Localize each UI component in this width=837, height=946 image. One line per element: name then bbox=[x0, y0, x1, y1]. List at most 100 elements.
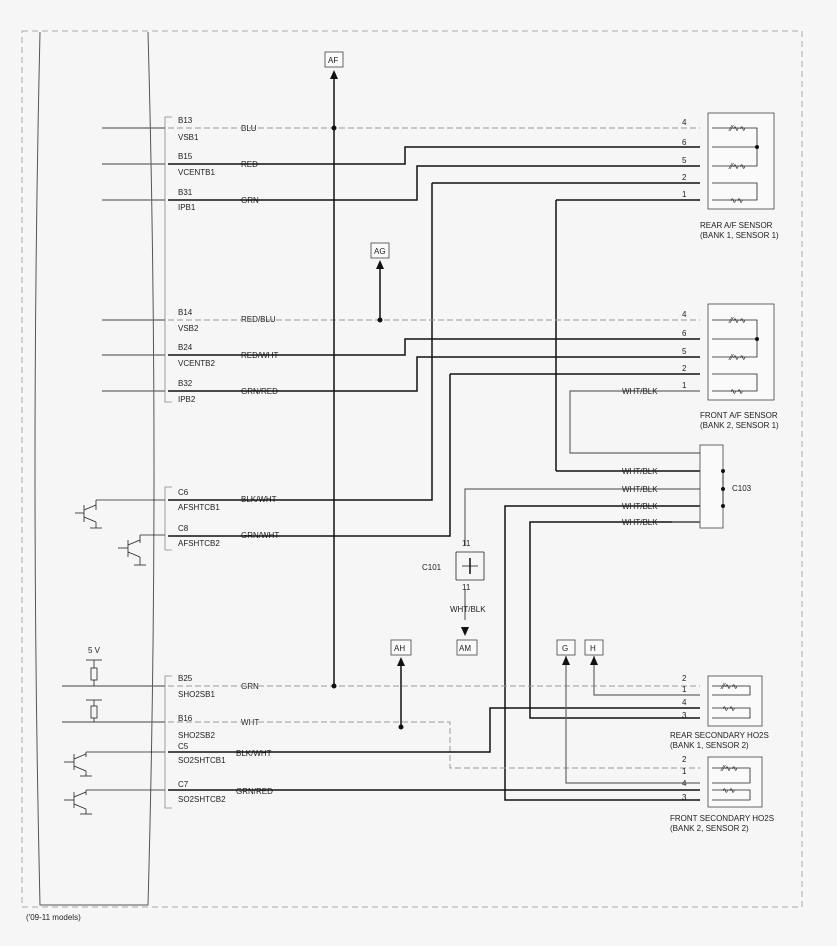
svg-text:(BANK 1, SENSOR 2): (BANK 1, SENSOR 2) bbox=[670, 741, 749, 750]
pin-label: B32 bbox=[178, 379, 193, 388]
svg-text:REAR SECONDARY HO2S: REAR SECONDARY HO2S bbox=[670, 731, 769, 740]
transistor-icon bbox=[118, 534, 165, 566]
signal-label: IPB1 bbox=[178, 203, 196, 212]
svg-text:5: 5 bbox=[682, 347, 687, 356]
diagram-frame bbox=[21, 30, 803, 908]
pin-label: C8 bbox=[178, 524, 189, 533]
svg-text:3: 3 bbox=[682, 793, 687, 802]
off-page-ag: AG bbox=[370, 242, 390, 259]
svg-text:⁄⁄∿∿: ⁄⁄∿∿ bbox=[720, 764, 738, 773]
c101-connector: 11 11 C101 WHT/BLK bbox=[422, 539, 486, 614]
pin-label: B31 bbox=[178, 188, 193, 197]
svg-text:1: 1 bbox=[682, 381, 687, 390]
connector-c-bracket bbox=[164, 486, 172, 551]
svg-text:∿∿: ∿∿ bbox=[722, 704, 735, 713]
resistor-icon bbox=[86, 659, 102, 722]
pin-label: B14 bbox=[178, 308, 193, 317]
svg-text:4: 4 bbox=[682, 779, 687, 788]
wire-label: BLU bbox=[241, 124, 257, 133]
pin-label: C7 bbox=[178, 780, 189, 789]
pin-label: C5 bbox=[178, 742, 189, 751]
wire-labels: BLU RED GRN RED/BLU RED/WHT GRN/RED BLK/… bbox=[236, 124, 279, 796]
svg-text:⁄⁄∿∿: ⁄⁄∿∿ bbox=[728, 316, 746, 325]
svg-text:H: H bbox=[590, 644, 596, 653]
svg-text:WHT/BLK: WHT/BLK bbox=[622, 485, 658, 494]
svg-text:(BANK 2, SENSOR 1): (BANK 2, SENSOR 1) bbox=[700, 421, 779, 430]
svg-text:2: 2 bbox=[682, 364, 687, 373]
svg-text:6: 6 bbox=[682, 138, 687, 147]
off-page-h: H bbox=[584, 639, 604, 656]
off-page-am: AM bbox=[456, 639, 478, 656]
pin-label: B24 bbox=[178, 343, 193, 352]
svg-text:WHT/BLK: WHT/BLK bbox=[622, 518, 658, 527]
svg-text:AH: AH bbox=[394, 644, 405, 653]
pin-label: B16 bbox=[178, 714, 193, 723]
svg-text:(BANK 2, SENSOR 2): (BANK 2, SENSOR 2) bbox=[670, 824, 749, 833]
svg-text:1: 1 bbox=[682, 190, 687, 199]
ecm-body bbox=[34, 31, 155, 906]
svg-text:FRONT SECONDARY HO2S: FRONT SECONDARY HO2S bbox=[670, 814, 774, 823]
pin-label: B15 bbox=[178, 152, 193, 161]
front-ho2s-sensor: 2 1 4 3 ⁄⁄∿∿ ∿∿ FRONT SECONDARY HO2S (BA… bbox=[670, 755, 774, 833]
svg-text:(BANK 1, SENSOR 1): (BANK 1, SENSOR 1) bbox=[700, 231, 779, 240]
rear-ho2s-sensor: 2 1 4 3 ⁄⁄∿∿ ∿∿ REAR SECONDARY HO2S (BAN… bbox=[670, 674, 769, 750]
svg-text:∿∿: ∿∿ bbox=[730, 196, 743, 205]
ecm-pin-labels: B13 VSB1 B15 VCENTB1 B31 IPB1 B14 VSB2 B… bbox=[178, 116, 226, 804]
rear-af-sensor: 4 6 5 2 1 ⁄⁄∿∿ ⁄⁄∿∿ ∿∿ REAR A/F SENSOR (… bbox=[682, 112, 779, 240]
transistor-icon bbox=[64, 751, 165, 777]
signal-label: VSB1 bbox=[178, 133, 199, 142]
svg-text:4: 4 bbox=[682, 310, 687, 319]
off-page-g: G bbox=[556, 639, 576, 656]
pin-label: C6 bbox=[178, 488, 189, 497]
svg-text:1: 1 bbox=[682, 685, 687, 694]
off-page-af: AF bbox=[324, 51, 344, 68]
front-af-wire-label: WHT/BLK bbox=[622, 387, 658, 396]
svg-text:⁄⁄∿∿: ⁄⁄∿∿ bbox=[720, 682, 738, 691]
svg-text:4: 4 bbox=[682, 118, 687, 127]
c103-wires bbox=[464, 488, 700, 801]
svg-text:AG: AG bbox=[374, 247, 386, 256]
connector-b2-bracket bbox=[164, 675, 172, 809]
front-af-wires bbox=[168, 319, 700, 537]
branch-lines bbox=[330, 70, 598, 730]
off-page-ah: AH bbox=[390, 639, 412, 656]
transistor-icon bbox=[64, 789, 165, 815]
pin-label: B13 bbox=[178, 116, 193, 125]
svg-text:WHT/BLK: WHT/BLK bbox=[450, 605, 486, 614]
svg-text:2: 2 bbox=[682, 173, 687, 182]
svg-text:⁄⁄∿∿: ⁄⁄∿∿ bbox=[728, 124, 746, 133]
svg-text:C101: C101 bbox=[422, 563, 442, 572]
c103-connector: C103 WHT/BLK WHT/BLK WHT/BLK WHT/BLK bbox=[622, 444, 752, 529]
svg-text:5: 5 bbox=[682, 156, 687, 165]
svg-text:G: G bbox=[562, 644, 568, 653]
svg-text:WHT/BLK: WHT/BLK bbox=[622, 467, 658, 476]
svg-text:11: 11 bbox=[462, 539, 471, 548]
svg-text:11: 11 bbox=[462, 583, 471, 592]
front-af-sensor: 4 6 5 2 1 ⁄⁄∿∿ ⁄⁄∿∿ ∿∿ FRONT A/F SENSOR … bbox=[682, 303, 779, 430]
signal-label: VCENTB1 bbox=[178, 168, 215, 177]
connector-b-bracket bbox=[164, 116, 172, 403]
svg-text:4: 4 bbox=[682, 698, 687, 707]
svg-text:2: 2 bbox=[682, 755, 687, 764]
signal-label: VSB2 bbox=[178, 324, 199, 333]
wire-label: GRN/RED bbox=[236, 787, 273, 796]
footnote: ('09-11 models) bbox=[26, 913, 81, 922]
svg-text:6: 6 bbox=[682, 329, 687, 338]
transistor-icon bbox=[75, 499, 165, 529]
svg-text:∿∿: ∿∿ bbox=[730, 387, 743, 396]
voltage-label: 5 V bbox=[88, 646, 101, 655]
signal-label: IPB2 bbox=[178, 395, 196, 404]
svg-text:REAR A/F SENSOR: REAR A/F SENSOR bbox=[700, 221, 773, 230]
signal-label: AFSHTCB1 bbox=[178, 503, 220, 512]
svg-text:WHT/BLK: WHT/BLK bbox=[622, 502, 658, 511]
svg-text:∿∿: ∿∿ bbox=[722, 786, 735, 795]
svg-text:⁄⁄∿∿: ⁄⁄∿∿ bbox=[728, 353, 746, 362]
svg-text:AM: AM bbox=[459, 644, 471, 653]
svg-text:FRONT A/F SENSOR: FRONT A/F SENSOR bbox=[700, 411, 778, 420]
signal-label: SHO2SB1 bbox=[178, 690, 215, 699]
rear-af-wires bbox=[168, 127, 700, 501]
svg-text:C103: C103 bbox=[732, 484, 752, 493]
svg-text:AF: AF bbox=[328, 56, 338, 65]
wire-label: BLK/WHT bbox=[236, 749, 272, 758]
